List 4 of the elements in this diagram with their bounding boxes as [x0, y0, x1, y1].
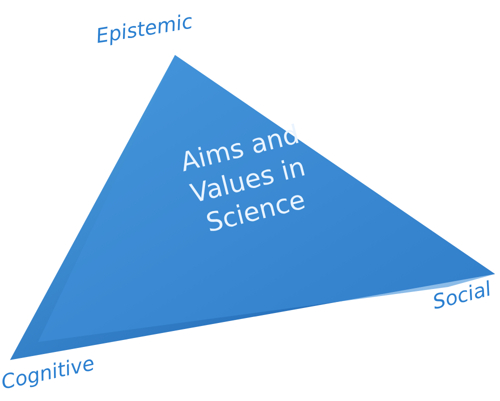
corner-label: Cognitive — [0, 350, 97, 394]
triangle-label: Aims and Values in Science — [176, 118, 310, 241]
corner-label: Epistemic — [94, 9, 194, 48]
corner-label: Social — [430, 276, 494, 314]
